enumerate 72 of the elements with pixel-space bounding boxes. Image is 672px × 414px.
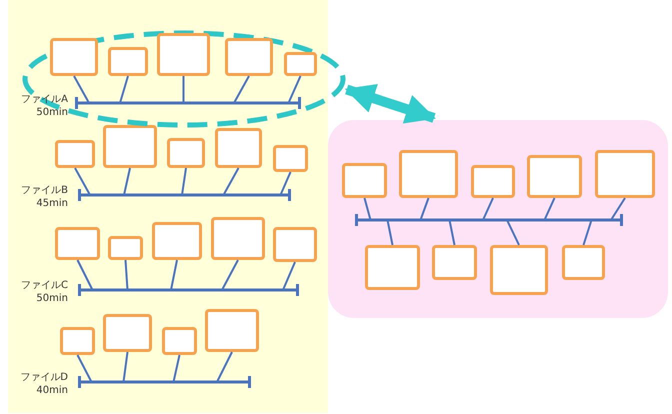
empty-box	[157, 33, 210, 76]
connector-line	[73, 76, 90, 104]
connector-line	[172, 354, 180, 382]
empty-box	[152, 222, 202, 260]
connector-line	[76, 260, 94, 290]
connector-line	[123, 168, 131, 196]
file-label: 50min	[35, 293, 68, 305]
empty-box	[562, 245, 605, 280]
empty-box	[273, 227, 317, 262]
file-label: ファイルC	[20, 280, 68, 292]
connector-line	[76, 354, 92, 382]
connector-line	[282, 262, 296, 290]
empty-box	[273, 145, 308, 172]
file-label: 45min	[35, 198, 68, 210]
connector-line	[221, 260, 239, 290]
empty-box	[103, 314, 152, 352]
connector-line	[288, 76, 302, 104]
file-label: 40min	[35, 385, 68, 397]
timeline-bar	[78, 284, 299, 296]
connector-line	[216, 352, 233, 382]
connector-line	[74, 168, 91, 196]
connector-line	[386, 220, 394, 246]
empty-box	[55, 227, 100, 260]
empty-box	[211, 217, 265, 260]
file-label: ファイルD	[19, 372, 68, 384]
empty-box	[215, 128, 262, 168]
connector-line	[119, 76, 129, 104]
connector-line	[181, 168, 187, 196]
connector-line	[610, 197, 626, 221]
double-arrow	[344, 84, 436, 124]
connector-line	[544, 198, 556, 220]
connector-line	[280, 172, 292, 196]
empty-box	[60, 327, 95, 355]
connector-line	[122, 352, 128, 382]
empty-box	[103, 125, 157, 168]
timeline-bar	[355, 214, 623, 226]
connector-line	[222, 168, 240, 196]
connector-line	[448, 220, 456, 246]
dashed-ellipse	[22, 30, 346, 128]
empty-box	[108, 47, 148, 76]
panel-background	[8, 0, 328, 413]
timeline-bar	[78, 376, 251, 388]
empty-box	[490, 245, 548, 295]
empty-box	[225, 38, 273, 76]
connector-line	[170, 260, 178, 290]
empty-box	[471, 165, 515, 198]
connector-line	[420, 198, 430, 220]
file-label: 50min	[35, 107, 68, 119]
connector-line	[124, 260, 128, 290]
connector-line	[582, 220, 592, 246]
empty-box	[167, 138, 205, 168]
panel-background	[328, 120, 668, 318]
empty-box	[50, 38, 98, 76]
empty-box	[365, 245, 420, 290]
connector-line	[233, 76, 250, 104]
timeline-bar	[75, 97, 301, 109]
empty-box	[284, 52, 317, 76]
connector-line	[506, 220, 520, 246]
empty-box	[527, 155, 582, 198]
empty-box	[399, 150, 458, 198]
empty-box	[162, 327, 197, 355]
empty-box	[108, 236, 143, 260]
empty-box	[595, 150, 655, 198]
empty-box	[205, 309, 259, 352]
file-label: ファイルB	[20, 185, 68, 197]
empty-box	[55, 140, 95, 168]
connector-line	[182, 76, 184, 103]
connector-line	[364, 198, 372, 220]
empty-box	[342, 163, 387, 198]
connector-line	[482, 198, 494, 220]
timeline-bar	[78, 189, 291, 201]
empty-box	[432, 245, 477, 280]
